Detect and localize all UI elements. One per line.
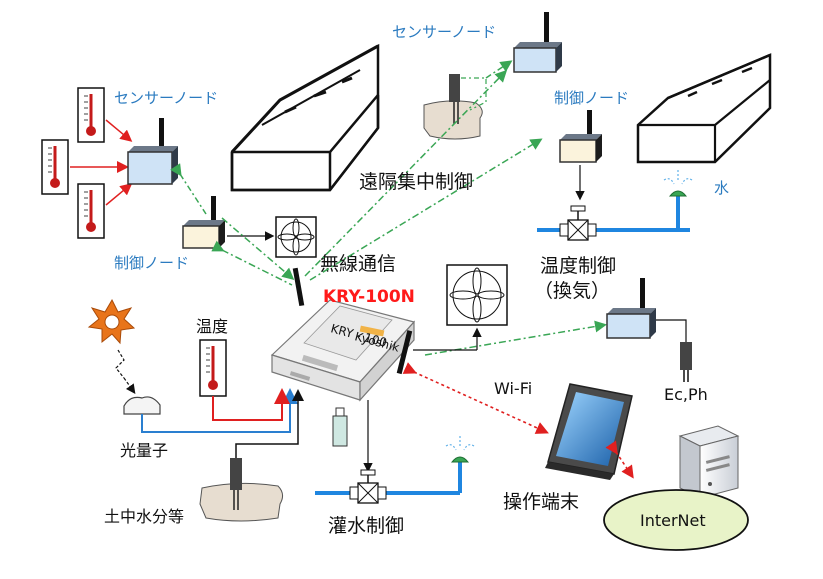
tablet-icon [545,383,633,480]
fan-icon-large [446,264,508,326]
internet-cloud [603,489,749,551]
ec-ph-label: Ec,Ph [664,385,708,404]
water-label: 水 [714,179,729,197]
control-node-icon-left [182,196,225,249]
valve-icon-bottom [349,469,387,504]
battery-icon [332,407,348,447]
soil-moisture-label: 土中水分等 [104,507,184,526]
thermometer-icon-1 [77,87,105,143]
remote-control-label: 遠隔集中制御 [359,171,473,193]
wireless-label: 無線通信 [320,253,396,275]
irrigation-control-label: 灌水制御 [328,515,404,537]
sprinkler-icon-right [663,170,693,197]
server-icon [678,425,740,499]
greenhouse-icon-left [230,43,380,192]
light-quantum-label: 光量子 [120,441,168,460]
control-node-icon-right [559,110,602,163]
thermometer-icon-3 [77,183,105,239]
thermometer-icon-2 [41,139,69,195]
ventilation-label: （換気） [534,280,610,302]
temp-control-label: 温度制御 [540,255,616,277]
temperature-label: 温度 [196,317,228,336]
ec-ph-probe-icon [656,319,692,382]
greenhouse-icon-right [636,53,772,164]
control-node-left-label: 制御ノード [114,254,189,272]
fan-icon-small [275,216,317,258]
sensor-node-top-label: センサーノード [392,23,496,41]
wifi-label: Wi-Fi [494,379,532,398]
soil-probe-icon-bottom [199,458,284,522]
sun-icon [87,298,136,345]
soil-probe-icon-top [423,74,483,140]
valve-icon-right [559,205,597,241]
thermometer-icon-center [199,339,227,397]
sprinkler-icon-bottom [445,436,475,463]
water-pipe-bottom [315,462,462,495]
light-sensor-icon [123,396,161,415]
sensor-node-left-label: センサーノード [114,89,218,107]
sensor-node-icon-left [127,118,178,185]
control-node-right-label: 制御ノード [554,89,629,107]
terminal-label: 操作端末 [503,491,579,513]
controller-device-icon: Kyoshik KRY - 100 [270,267,416,402]
sensor-node-icon-top [513,12,562,73]
internet-label: InterNet [640,511,706,530]
device-name-label: KRY-100N [323,287,415,307]
sensor-node-icon-right [606,278,656,339]
